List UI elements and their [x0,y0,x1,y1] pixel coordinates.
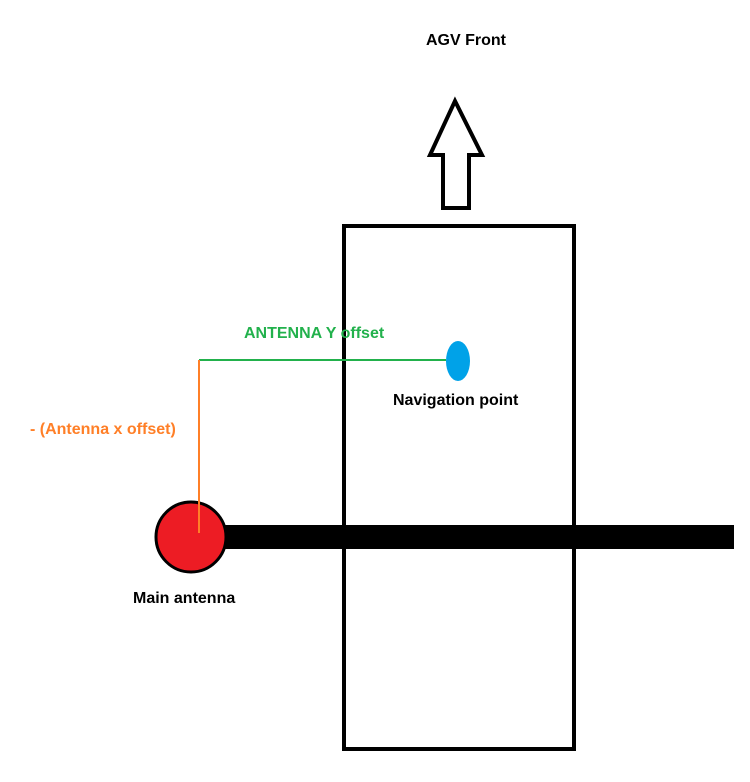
navigation-point-marker [446,341,470,381]
main-antenna-label: Main antenna [133,590,236,607]
front-arrow-icon [426,96,486,210]
agv-front-label: AGV Front [426,32,506,49]
navigation-point-label: Navigation point [393,392,519,409]
antenna-x-offset-label: - (Antenna x offset) [30,421,176,438]
antenna-y-offset-label: ANTENNA Y offset [244,325,385,342]
main-antenna-marker [154,500,228,574]
agv-body [342,224,576,751]
antenna-bar [210,525,734,549]
